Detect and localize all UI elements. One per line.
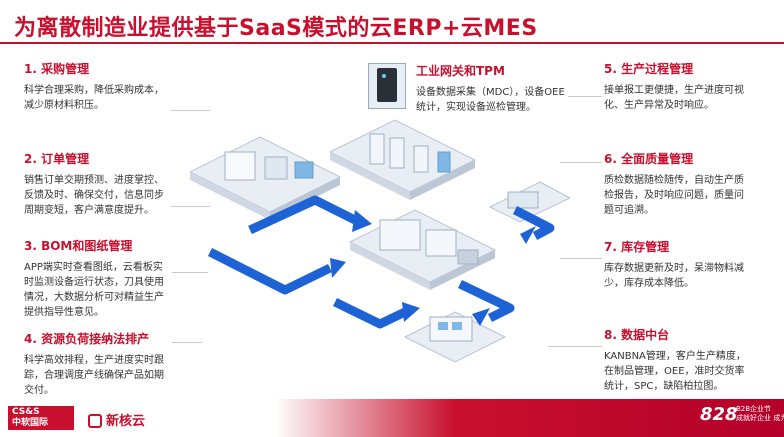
xinhe-cloud-logo: 新核云 <box>88 410 145 429</box>
connector-line <box>560 162 602 163</box>
section-text: 接单报工更便捷，生产进度可视化、生产异常及时响应。 <box>604 85 744 111</box>
section-text: 销售订单交期预测、进度掌控、反馈及时、确保交付，信息同步周期变短，客户满意度提升… <box>24 175 164 216</box>
section-heading: 2. 订单管理 <box>24 152 90 166</box>
device-led <box>382 74 386 78</box>
section-text: 设备数据采集（MDC），设备OEE统计，实现设备巡检管理。 <box>416 87 565 113</box>
brand-name: 新核云 <box>106 414 146 429</box>
section-heading: 工业网关和TPM <box>416 64 505 78</box>
connector-line <box>548 346 602 347</box>
platform-warehouse <box>348 209 497 290</box>
festival-text: B2B企业节 成就好企业 成为好企业 <box>736 405 784 423</box>
process-flow-arrows <box>207 195 555 329</box>
platform-data-center <box>403 311 507 363</box>
connector-line <box>170 206 210 207</box>
connector-line <box>172 272 208 273</box>
section-text: APP端实时查看图纸，云看板实时监测设备运行状态，刀具使用情况，大数据分析可对精… <box>24 262 164 318</box>
section-text: 库存数据更新及时，呆滞物料减少，库存成本降低。 <box>604 263 744 289</box>
device-body <box>377 68 397 102</box>
section-gateway: 工业网关和TPM 设备数据采集（MDC），设备OEE统计，实现设备巡检管理。 <box>416 62 568 115</box>
festival-number: 828 <box>700 404 738 425</box>
section-heading: 5. 生产过程管理 <box>604 62 694 76</box>
section-quality: 6. 全面质量管理 质检数据随检随传，自动生产质检报告，及时响应问题，质量问题可… <box>604 150 752 218</box>
section-text: 科学高效排程，生产进度实时跟踪，合理调度产线确保产品如期交付。 <box>24 355 164 396</box>
platform-quality <box>488 181 570 223</box>
section-text: 质检数据随检随传，自动生产质检报告，及时响应问题，质量问题可追溯。 <box>604 175 744 216</box>
gateway-device-icon <box>368 63 406 109</box>
section-heading: 1. 采购管理 <box>24 62 90 76</box>
section-text: 科学合理采购，降低采购成本，减少原材料积压。 <box>24 85 164 111</box>
section-heading: 8. 数据中台 <box>604 328 670 342</box>
festival-title: B2B企业节 <box>736 405 772 413</box>
festival-slogan: 成就好企业 成为好企业 <box>736 414 784 422</box>
section-bom: 3. BOM和图纸管理 APP端实时查看图纸，云看板实时监测设备运行状态，刀具使… <box>24 237 172 320</box>
factory-illustration <box>190 119 570 363</box>
brand-line: 中软国际 <box>12 418 49 428</box>
csands-logo: CS&S 中软国际 <box>8 406 74 430</box>
section-heading: 7. 库存管理 <box>604 240 670 254</box>
connector-line <box>172 342 202 343</box>
section-heading: 6. 全面质量管理 <box>604 152 694 166</box>
section-text: KANBNA管理，客户生产精度，在制品管理，OEE，准时交货率统计，SPC，缺陷… <box>604 351 746 392</box>
section-inventory: 7. 库存管理 库存数据更新及时，呆滞物料减少，库存成本降低。 <box>604 238 752 291</box>
connector-line <box>568 96 602 97</box>
cloud-icon <box>88 414 102 428</box>
section-production: 5. 生产过程管理 接单报工更便捷，生产进度可视化、生产异常及时响应。 <box>604 60 752 113</box>
platform-top-right <box>328 119 477 200</box>
brand-line: CS&S <box>12 407 40 417</box>
section-heading: 4. 资源负荷接纳法排产 <box>24 332 150 346</box>
connector-line <box>560 258 602 259</box>
platform-left <box>190 136 342 220</box>
title-underline <box>0 42 784 44</box>
connector-line <box>170 110 210 111</box>
section-data-platform: 8. 数据中台 KANBNA管理，客户生产精度，在制品管理，OEE，准时交货率统… <box>604 326 752 394</box>
section-heading: 3. BOM和图纸管理 <box>24 239 133 253</box>
b2b-festival-logo: 828 B2B企业节 成就好企业 成为好企业 <box>700 404 784 425</box>
section-procurement: 1. 采购管理 科学合理采购，降低采购成本，减少原材料积压。 <box>24 60 170 113</box>
flow-arrowheads <box>330 210 536 326</box>
section-orders: 2. 订单管理 销售订单交期预测、进度掌控、反馈及时、确保交付，信息同步周期变短… <box>24 150 170 218</box>
section-scheduling: 4. 资源负荷接纳法排产 科学高效排程，生产进度实时跟踪，合理调度产线确保产品如… <box>24 330 172 398</box>
footer-bar <box>0 399 784 437</box>
page-title: 为离散制造业提供基于SaaS模式的云ERP+云MES <box>14 16 538 41</box>
